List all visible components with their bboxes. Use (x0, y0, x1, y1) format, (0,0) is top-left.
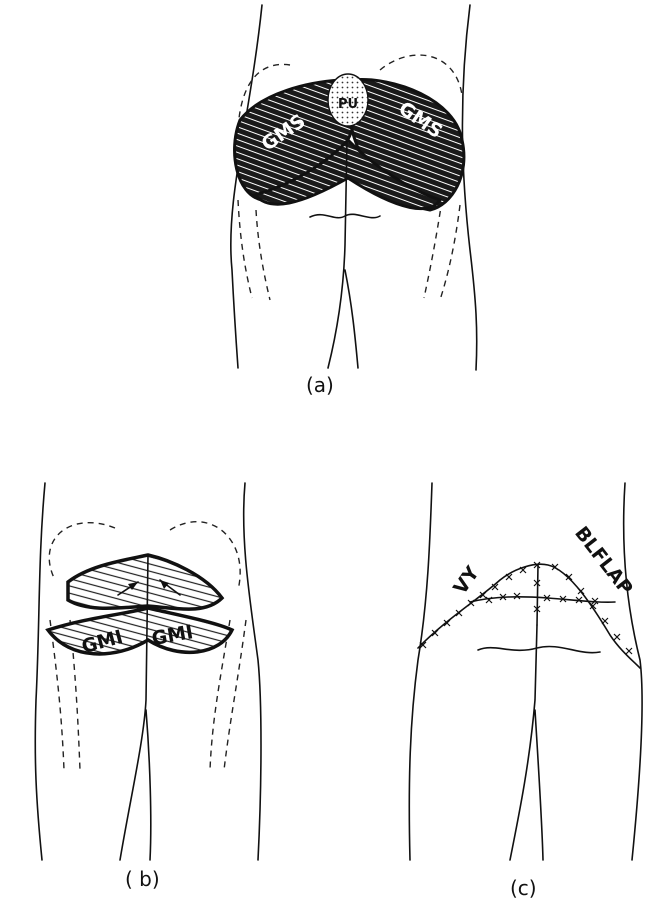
body-outline-left-c (409, 483, 432, 860)
midline-a-right (345, 270, 358, 368)
panel-a: GMS GMS PU (a) (231, 5, 477, 397)
midline-c-right (535, 710, 543, 860)
lower-flap-b (48, 608, 232, 654)
dashed-outline-right-leg-b2 (224, 620, 246, 770)
panel-b: GMI GMI ( b) (35, 483, 261, 891)
caption-c: (c) (510, 876, 537, 900)
label-blflap: BLFLAP (570, 522, 637, 599)
midline-b-right (146, 710, 151, 860)
caption-a: (a) (306, 373, 334, 397)
dashed-outline-right-leg-1 (424, 200, 442, 298)
body-outline-right (462, 5, 476, 370)
label-pu: PU (338, 97, 358, 112)
body-outline-right-c (624, 483, 642, 860)
upper-flap-b (68, 555, 222, 609)
body-outline-left-b (35, 483, 45, 860)
body-outline-right-b (244, 483, 261, 860)
suture-midline (537, 565, 538, 625)
caption-b: ( b) (125, 867, 160, 891)
dashed-outline-right-leg-2 (440, 205, 460, 300)
suture-stitches (420, 562, 632, 654)
label-vy: VY (449, 562, 483, 598)
dashed-outline-left-leg-1 (238, 200, 252, 298)
panel-c: VY BLFLAP (c) (409, 483, 642, 900)
gluteal-fold-c (478, 646, 600, 652)
dashed-outline-left-leg-2 (256, 210, 270, 300)
midline-c (510, 625, 537, 860)
